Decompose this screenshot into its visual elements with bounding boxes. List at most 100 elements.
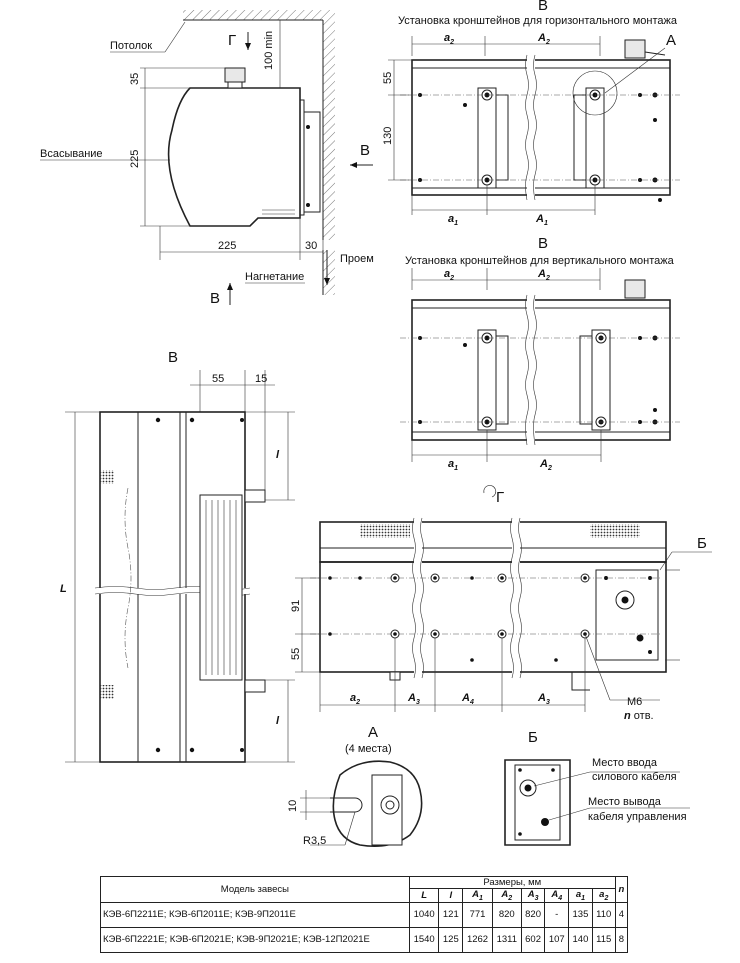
dim-v-A2: A2: [537, 268, 550, 282]
control-box: [595, 569, 659, 661]
view-g-arrow-label: Г: [228, 32, 236, 49]
unit-side-body: [167, 87, 301, 227]
table-cell-n: 4: [614, 901, 629, 928]
table-cell-a4: -: [544, 901, 570, 928]
table-cell-a3: 820: [520, 901, 546, 928]
label-outlet: Нагнетание: [245, 271, 304, 283]
table-col-l: l: [438, 888, 464, 903]
dim-front-l-bottom: l: [276, 715, 280, 727]
dim-g-a2: a2: [350, 692, 360, 706]
front-view-v: В 55 15: [60, 349, 295, 763]
table-cell-a1: 140: [568, 926, 593, 954]
wall-bracket: [303, 111, 321, 213]
dim-225-horizontal: 225: [218, 240, 236, 252]
detail-b-power-1: Место ввода: [592, 757, 658, 769]
table-header-dims: Размеры, мм: [408, 876, 616, 889]
table-cell-l: 1040: [408, 901, 440, 928]
view-b-left-label: В: [168, 349, 178, 366]
front-body: [99, 411, 246, 763]
dim-front-15: 15: [255, 373, 267, 385]
detail-a-title: А: [368, 724, 378, 741]
label-holes-count: n отв.: [624, 710, 654, 722]
detail-b-title: Б: [528, 729, 538, 746]
view-g-label: Г: [496, 489, 504, 506]
bracket-h-left: [477, 87, 497, 189]
table-cell-a2: 110: [591, 901, 616, 928]
vertical-mount-view: В Установка кронштейнов для вертикальног…: [400, 235, 680, 472]
dim-h-A1: A1: [535, 213, 548, 227]
detail-a: А (4 места) 10 R3,5: [287, 724, 423, 848]
table-cell-a4: 107: [544, 926, 570, 954]
wall-hatch: [323, 10, 335, 240]
dim-g-A3b: A3: [537, 692, 550, 706]
dim-v-a2: a2: [444, 268, 454, 282]
table-col-a4: A4: [544, 888, 570, 903]
table-cell-a1: 771: [462, 901, 493, 928]
dim-225-vertical: 225: [129, 150, 141, 168]
detail-b-ctrl-2: кабеля управления: [588, 811, 687, 823]
title-vertical-mount: Установка кронштейнов для вертикального …: [405, 255, 675, 267]
callout-b-right: Б: [697, 535, 707, 552]
cable-gland-h: [624, 39, 646, 59]
cable-gland: [224, 67, 246, 83]
table-cell-n: 8: [614, 926, 629, 954]
table-cell-a3: 602: [520, 926, 546, 954]
ceiling-hatch: [183, 10, 323, 20]
dim-g-91: 91: [290, 600, 302, 612]
label-m6: М6: [627, 696, 642, 708]
dim-100min: 100 min: [263, 31, 275, 70]
side-view: 100 min 35 225 225 30 Потолок Всасывание…: [40, 10, 374, 307]
table-col-a1: a1: [568, 888, 593, 903]
table-cell-model: КЭВ-6П2211Е; КЭВ-6П2011Е; КЭВ-9П2011Е: [100, 901, 410, 928]
bottom-view-g: Г Б: [290, 485, 712, 722]
detail-a-subtitle: (4 места): [345, 743, 392, 755]
table-col-a2: A2: [491, 888, 522, 903]
table-cell-l: 125: [438, 926, 464, 954]
mounting-holes: [328, 573, 590, 662]
bottom-body: [319, 561, 667, 673]
dim-h-A2: A2: [537, 32, 550, 46]
dim-front-l-top: l: [276, 449, 280, 461]
table-cell-a1: 1262: [462, 926, 493, 954]
label-ceiling: Потолок: [110, 40, 152, 52]
dim-v-a1: a1: [448, 458, 458, 472]
dim-g-55: 55: [290, 648, 302, 660]
detail-b-power-2: силового кабеля: [592, 771, 677, 783]
detail-a-radius: R3,5: [303, 835, 326, 847]
cable-gland-v: [624, 279, 646, 299]
table-header-n: n: [614, 876, 629, 903]
table-col-a2: a2: [591, 888, 616, 903]
detail-b-ctrl-1: Место вывода: [588, 796, 662, 808]
technical-drawing: 100 min 35 225 225 30 Потолок Всасывание…: [40, 0, 712, 848]
table-row: КЭВ-6П2221Е; КЭВ-6П2021Е; КЭВ-9П2021Е; К…: [100, 926, 629, 954]
dim-h-55: 55: [382, 72, 394, 84]
title-horizontal-mount: Установка кронштейнов для горизонтальног…: [398, 15, 678, 27]
table-col-a1: A1: [462, 888, 493, 903]
label-intake: Всасывание: [40, 148, 103, 160]
callout-a-top: А: [666, 32, 676, 49]
view-b-mid-label: В: [538, 235, 548, 252]
dim-front-L: L: [60, 583, 67, 595]
bracket-h-right: [585, 87, 605, 189]
table-cell-l: 121: [438, 901, 464, 928]
label-opening: Проем: [340, 253, 374, 265]
dim-h-a1: a1: [448, 213, 458, 227]
bracket-v-left: [477, 329, 497, 431]
table-col-l: L: [408, 888, 440, 903]
table-cell-l: 1540: [408, 926, 440, 954]
table-header-model: Модель завесы: [100, 876, 410, 903]
dim-front-55: 55: [212, 373, 224, 385]
horizontal-mount-view: В Установка кронштейнов для горизонтальн…: [382, 0, 680, 227]
dim-g-A4: A4: [461, 692, 474, 706]
dim-35: 35: [129, 73, 141, 85]
dim-h-130: 130: [382, 127, 394, 145]
heater-fins: [205, 500, 237, 675]
table-cell-a2: 115: [591, 926, 616, 954]
table-cell-a2: 820: [491, 901, 522, 928]
dim-v-A2b: A2: [539, 458, 552, 472]
table-cell-a1: 135: [568, 901, 593, 928]
view-v-arrow-bottom-label: В: [210, 290, 220, 307]
